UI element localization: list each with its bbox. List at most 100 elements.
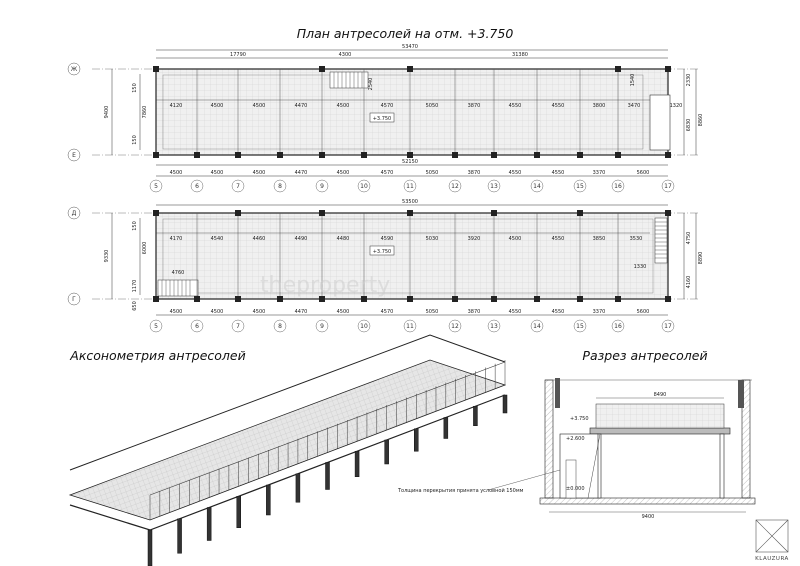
plan1-right-dim: 6830 [686, 119, 692, 132]
plan2-left-dim: 150 [132, 221, 138, 231]
axis-number: 5 [154, 183, 158, 190]
plan2-bay-dim: 4590 [381, 236, 394, 242]
plan1-bay-dim: 3470 [628, 103, 641, 109]
plan1-right-dim: 8860 [698, 114, 704, 127]
axis-number: 14 [533, 323, 541, 330]
level-mark: +2.600 [566, 436, 585, 442]
plan1-overall-dim: 53470 [402, 44, 418, 50]
axis-number: 9 [320, 323, 324, 330]
axis-dim: 4550 [552, 309, 565, 315]
axis-dim: 4500 [253, 170, 266, 176]
plan2-bay-dim: 3920 [468, 236, 481, 242]
plan2-overall-dim: 53500 [402, 199, 418, 205]
axis-number: 11 [406, 323, 414, 330]
plan2-right-dim: 4750 [686, 232, 692, 245]
section-note: Толщина перекрытия принята условной 150м… [397, 487, 524, 494]
axis-dim: 4550 [509, 309, 522, 315]
plan2-left-dim: 650 [132, 301, 138, 311]
axis-dim: 4500 [170, 309, 183, 315]
axis-number: 15 [576, 323, 584, 330]
axis-number: 13 [490, 323, 498, 330]
level-mark: ±0.000 [566, 486, 585, 492]
axis-number: 6 [195, 323, 199, 330]
axis-number: 7 [236, 323, 240, 330]
axis-dim: 5050 [426, 309, 439, 315]
axis-number: 15 [576, 183, 584, 190]
axon-column [206, 507, 212, 541]
plan2-level-tag: +3.750 [373, 249, 392, 255]
axis-dim: 3870 [468, 170, 481, 176]
plan1-small-dim: 1540 [630, 74, 636, 87]
axis-bubble [149, 319, 163, 333]
axis-bubble [573, 319, 587, 333]
axis-dim: 4470 [295, 309, 308, 315]
axon-column [443, 417, 449, 439]
level-mark: +3.750 [570, 416, 589, 422]
axis-number: 7 [236, 183, 240, 190]
plan2-stair-dim: 4760 [172, 270, 185, 276]
plan1-left-dim: 7860 [142, 106, 148, 119]
axis-number: 10 [360, 183, 368, 190]
plan1-bay-dim: 4500 [211, 103, 224, 109]
axis-bubble [357, 319, 371, 333]
plan1-level-tag: +3.750 [373, 116, 392, 122]
axis-zh-label: Ж [71, 66, 78, 73]
plan1-right-dim: 1320 [670, 103, 683, 109]
brand-name: KLAUZURA [755, 556, 789, 562]
plan-2: 53500 Д Г 9330 6000 150 1170 650 4760 [67, 199, 704, 333]
axis-dim: 4570 [381, 309, 394, 315]
axis-number: 10 [360, 323, 368, 330]
plan1-bay-dim: 3870 [468, 103, 481, 109]
axis-bubble [315, 179, 329, 193]
axis-e-label: Е [72, 152, 76, 159]
plan1-bay-dim: 5050 [426, 103, 439, 109]
plan2-right-dim: 4160 [686, 276, 692, 289]
section-view: 8490 9400 +3.750 +2.600 ±0.000 Толщина п… [397, 378, 756, 520]
axon-column [384, 439, 389, 465]
plan-title: План антресолей на отм. +3.750 [297, 26, 514, 41]
plan1-right-dim: 2330 [686, 74, 692, 87]
section-top-dim: 8490 [654, 392, 667, 398]
section-title: Разрез антресолей [582, 348, 707, 363]
plan1-left-dim: 9400 [104, 106, 110, 119]
axon-column [473, 406, 478, 426]
axis-bubble [573, 179, 587, 193]
plan2-bay-dim: 5030 [426, 236, 439, 242]
axis-bubble [273, 179, 287, 193]
axis-bubble [661, 179, 675, 193]
axis-dim: 4500 [337, 309, 350, 315]
axis-bubble [315, 319, 329, 333]
axis-bubble [403, 179, 417, 193]
axis-bubble [448, 319, 462, 333]
axis-number: 17 [664, 183, 672, 190]
plan1-left-dim: 150 [132, 135, 138, 145]
axis-dim: 5050 [426, 170, 439, 176]
axon-column [177, 518, 182, 554]
axis-bubble [231, 179, 245, 193]
plan2-bay-dim: 4540 [211, 236, 224, 242]
axis-dim: 3870 [468, 309, 481, 315]
plan2-left-dim: 1170 [132, 280, 138, 293]
watermark-text: theproperty [260, 273, 390, 298]
plan1-small-dim: 2540 [368, 78, 374, 91]
axis-dim: 4500 [170, 170, 183, 176]
axis-bubble [190, 179, 204, 193]
axis-dim: 3370 [593, 170, 606, 176]
plan2-right-dim: 1330 [634, 264, 647, 270]
plan2-right-dim: 8890 [698, 252, 704, 265]
plan2-bay-dim: 3530 [630, 236, 643, 242]
plan2-bay-dim: 4480 [337, 236, 350, 242]
plan2-bay-dim: 3850 [593, 236, 606, 242]
axis-bubble [403, 319, 417, 333]
axis-number: 9 [320, 183, 324, 190]
axis-bubble [357, 179, 371, 193]
axis-bubble [530, 319, 544, 333]
axis-g-label: Г [72, 296, 76, 303]
plan1-bay-dim: 4550 [552, 103, 565, 109]
axon-column [236, 496, 241, 528]
axis-number: 11 [406, 183, 414, 190]
plan1-bay-dim: 4500 [253, 103, 266, 109]
plan1-segment-dim: 17790 [230, 52, 246, 58]
